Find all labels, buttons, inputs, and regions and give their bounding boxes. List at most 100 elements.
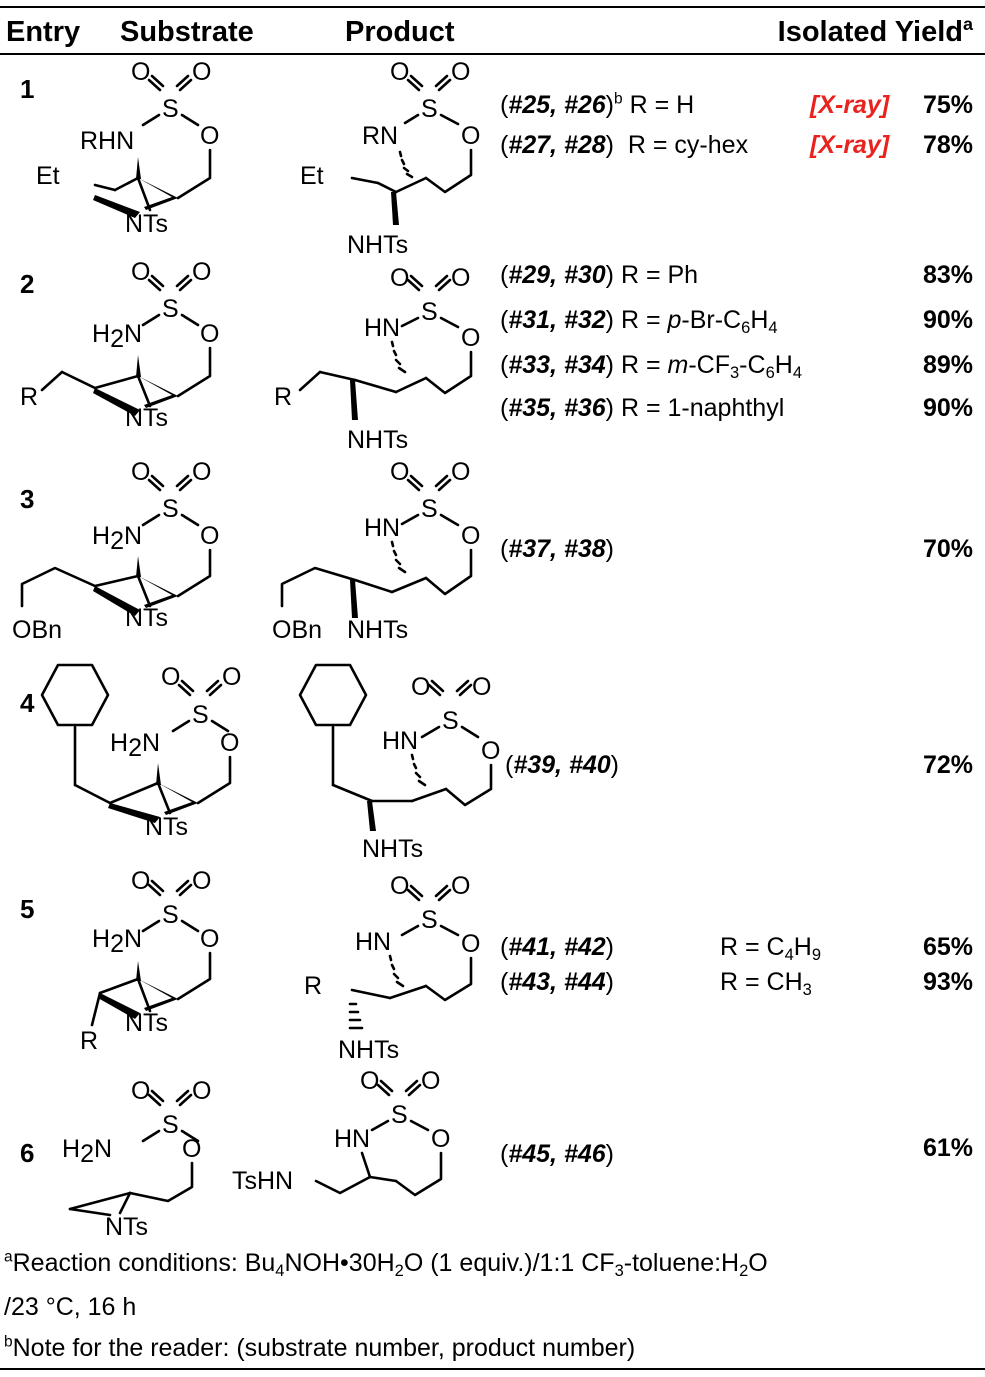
sulfonamide-label: NHTs: [347, 616, 408, 644]
ring-oxygen: O: [461, 122, 480, 150]
condition-line: (#25, #26)b R = H: [500, 90, 695, 119]
yield-value: 78%: [922, 131, 973, 159]
sulfur-atom: S: [421, 298, 438, 326]
sulfonamide-label: NHTs: [347, 426, 408, 454]
amine-label: HN: [334, 1125, 370, 1153]
sulfonyl-oxygen: O: [451, 264, 470, 292]
sulfonyl-oxygen: O: [131, 58, 150, 86]
condition-line: (#37, #38): [500, 535, 614, 563]
condition-line: (#31, #32) R = p-Br-C6H4: [500, 306, 778, 337]
sulfonyl-oxygen: O: [131, 867, 150, 895]
benzyloxy-label: OBn: [272, 616, 322, 644]
r-group-label: R: [274, 383, 292, 411]
footnote-a: aReaction conditions: Bu4NOH•30H2O (1 eq…: [4, 1248, 768, 1280]
sulfonyl-oxygen: O: [451, 58, 470, 86]
sulfonamide-label: NHTs: [338, 1036, 399, 1064]
amine-label: HN: [364, 314, 400, 342]
sulfonyl-oxygen: O: [222, 663, 241, 691]
structure-substrate-5: O O S H2N O R NTs: [80, 867, 219, 1055]
sulfur-atom: S: [442, 707, 459, 735]
structure-product-4: O O S HN O NHTs: [298, 663, 500, 863]
yield-value: 83%: [922, 261, 973, 289]
entry-number: 5: [20, 894, 35, 924]
condition-line: (#33, #34) R = m-CF3-C6H4: [500, 351, 802, 382]
ring-oxygen: O: [461, 522, 480, 550]
header-yield: Isolated Yielda: [777, 13, 973, 48]
xray-tag: [X-ray]: [810, 91, 890, 119]
structure-product-6: O O S HN O TsHN: [232, 1067, 450, 1197]
aziridine-nts: NTs: [125, 604, 168, 632]
ester-oxygen: O: [220, 729, 239, 757]
sulfur-atom: S: [162, 295, 179, 323]
sulfur-atom: S: [421, 495, 438, 523]
entry-number: 3: [20, 484, 35, 514]
sulfur-atom: S: [162, 1111, 179, 1139]
aziridine-nts: NTs: [105, 1213, 148, 1241]
header-substrate: Substrate: [120, 16, 254, 48]
structure-substrate-3: O O S H2N O OBn NTs: [12, 458, 219, 644]
aziridine-nts: NTs: [125, 210, 168, 238]
sulfur-atom: S: [391, 1101, 408, 1129]
condition-line: (#43, #44): [500, 968, 614, 996]
sulfonyl-oxygen: O: [390, 264, 409, 292]
bottom-rule: [0, 1368, 985, 1370]
structure-product-3: O O S HN O OBn NHTs: [272, 458, 480, 644]
sulfur-atom: S: [162, 495, 179, 523]
r-group-label: R: [80, 1027, 98, 1055]
amine-label: H2N: [92, 925, 142, 958]
sulfonyl-oxygen: O: [131, 1077, 150, 1105]
condition-line: (#39, #40): [505, 751, 619, 779]
ring-oxygen: O: [461, 324, 480, 352]
aziridine-nts: NTs: [145, 813, 188, 841]
sulfonyl-oxygen: O: [131, 258, 150, 286]
sulfonyl-oxygen: O: [192, 1077, 211, 1105]
sulfonamide-label: NHTs: [362, 835, 423, 863]
sulfonyl-oxygen: O: [411, 673, 430, 701]
sulfonyl-oxygen: O: [192, 58, 211, 86]
yield-value: 89%: [922, 351, 973, 379]
sulfonyl-oxygen: O: [451, 458, 470, 486]
sulfur-atom: S: [162, 95, 179, 123]
r-group-label: R: [20, 383, 38, 411]
sulfonyl-oxygen: O: [472, 673, 491, 701]
amine-label: H2N: [92, 320, 142, 353]
ethyl-label: Et: [300, 162, 324, 190]
sulfonyl-oxygen: O: [390, 458, 409, 486]
amine-label: HN: [355, 928, 391, 956]
sulfonyl-oxygen: O: [161, 663, 180, 691]
amine-label: RHN: [80, 127, 134, 155]
sulfur-atom: S: [421, 95, 438, 123]
ester-oxygen: O: [200, 122, 219, 150]
sulfonyl-oxygen: O: [192, 258, 211, 286]
sulfonamide-label: NHTs: [347, 231, 408, 259]
sulfonyl-oxygen: O: [192, 458, 211, 486]
ring-oxygen: O: [431, 1125, 450, 1153]
structure-substrate-4: O O S H2N O NTs: [40, 663, 241, 841]
amine-label: H2N: [92, 522, 142, 555]
header-entry: Entry: [6, 16, 81, 48]
condition-line: (#45, #46): [500, 1140, 614, 1168]
structure-substrate-6: O O S H2N O NTs: [62, 1077, 211, 1241]
aziridine-nts: NTs: [125, 404, 168, 432]
ethyl-label: Et: [36, 162, 60, 190]
sulfonyl-oxygen: O: [390, 58, 409, 86]
yield-value: 75%: [922, 91, 973, 119]
sulfonyl-oxygen: O: [131, 458, 150, 486]
amine-label: H2N: [62, 1135, 112, 1168]
condition-line: (#35, #36) R = 1-naphthyl: [500, 394, 785, 422]
condition-line: (#27, #28) R = cy-hex: [500, 131, 749, 159]
ester-oxygen: O: [200, 522, 219, 550]
footnote-a-line2: /23 °C, 16 h: [4, 1293, 137, 1321]
entry-number: 1: [20, 74, 35, 104]
ester-oxygen: O: [200, 320, 219, 348]
amine-label: HN: [364, 514, 400, 542]
yield-value: 65%: [922, 933, 973, 961]
sulfonamide-label: TsHN: [232, 1167, 293, 1195]
ester-oxygen: O: [182, 1135, 201, 1163]
yield-value: 61%: [922, 1134, 973, 1162]
yield-value: 93%: [922, 968, 973, 996]
top-rule: [0, 6, 985, 8]
entry-number: 2: [20, 269, 35, 299]
sulfur-atom: S: [421, 906, 438, 934]
structure-product-2: O O S HN O R NHTs: [274, 264, 480, 454]
